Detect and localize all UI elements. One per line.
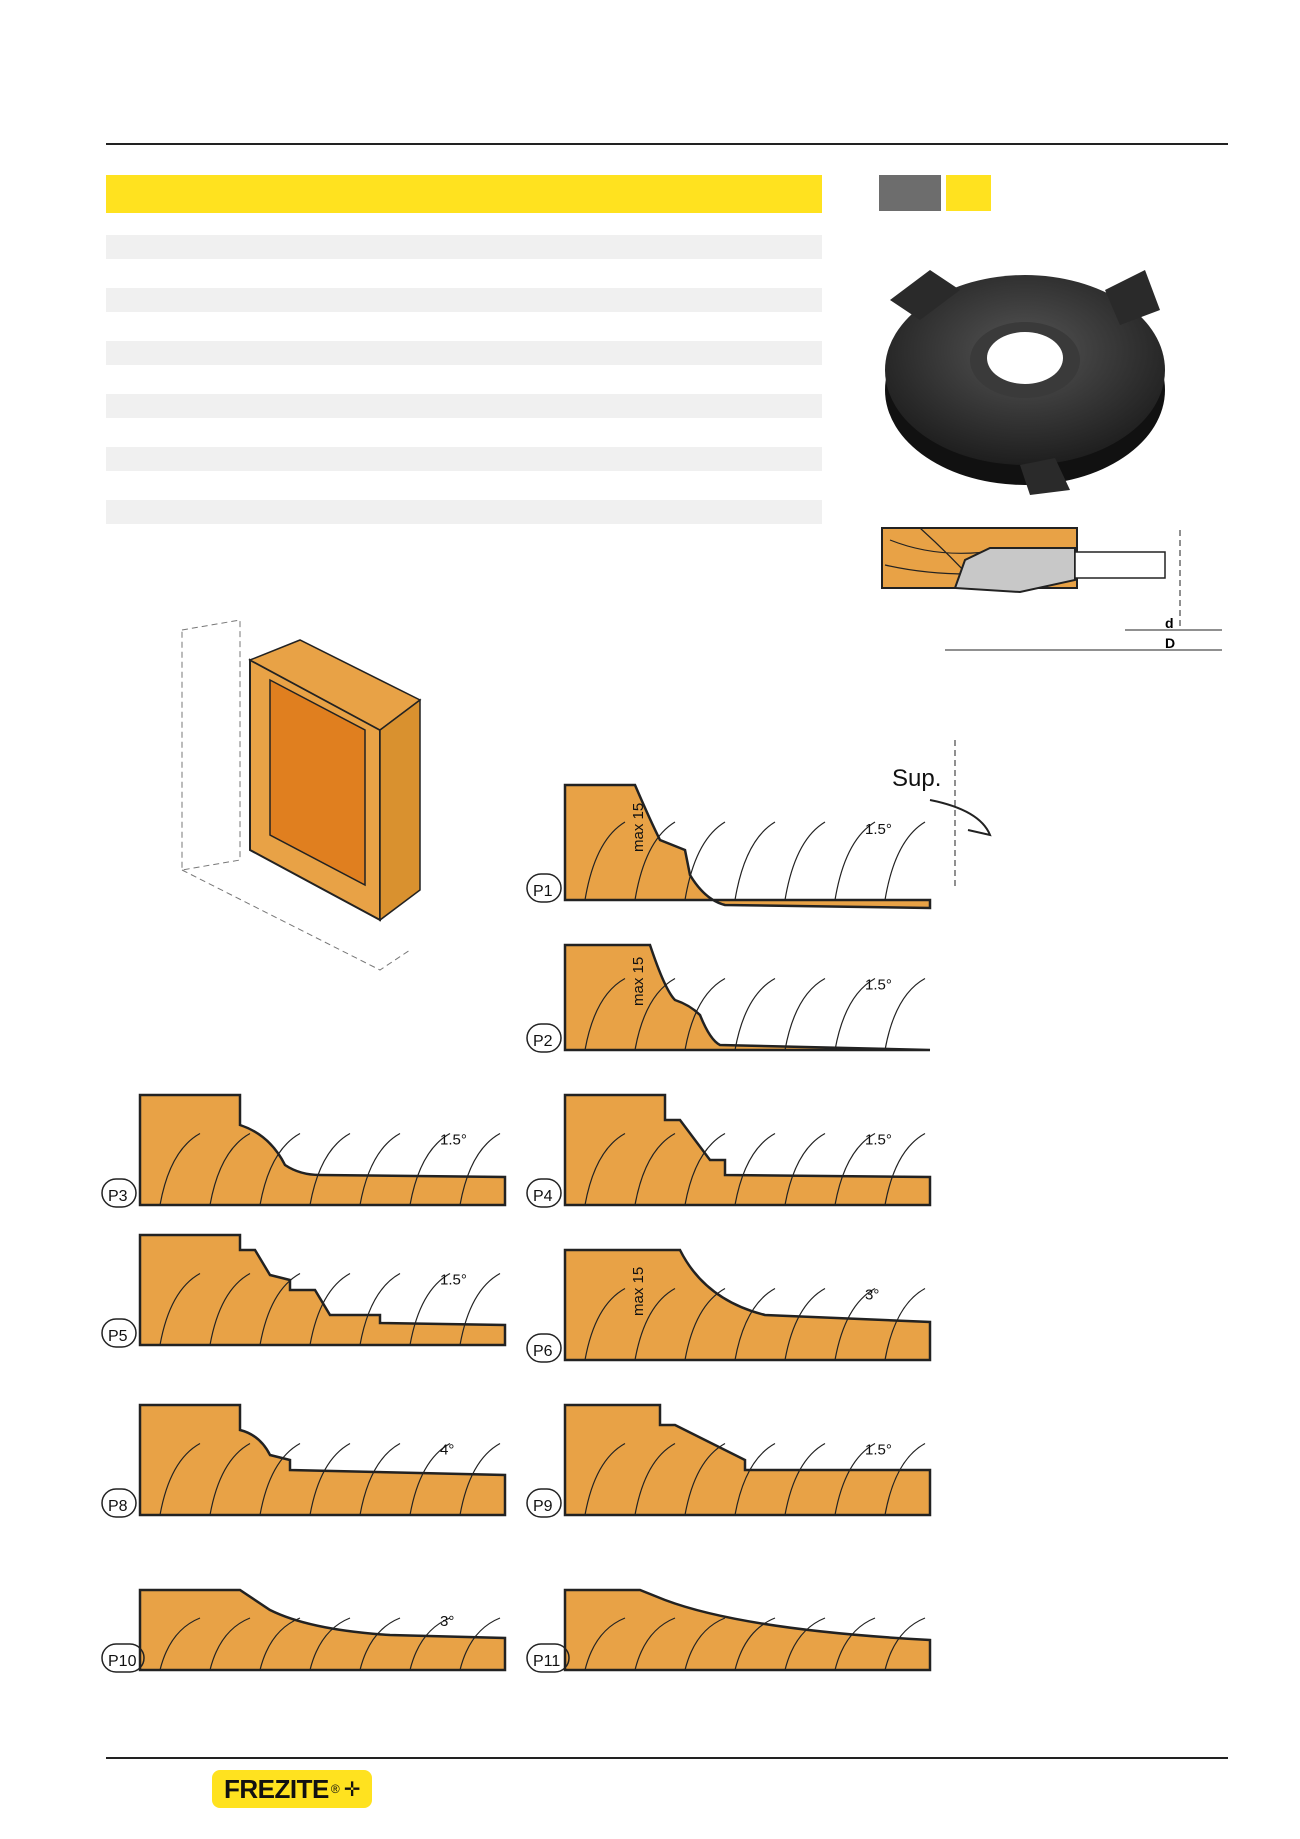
cutter-image: [885, 270, 1165, 495]
profile-label-outline: [101, 1488, 137, 1518]
profile-angle: 3°: [865, 1287, 879, 1304]
profile-label-outline: [101, 1318, 137, 1348]
profile-label-outline: [101, 1643, 145, 1673]
table-row: [106, 394, 822, 418]
profile-p11: P11: [526, 1588, 932, 1673]
table-row: [106, 447, 822, 471]
logo-text: FREZITE: [224, 1773, 329, 1804]
profile-label-outline: [526, 1178, 562, 1208]
profile-angle: 1.5°: [865, 821, 892, 838]
logo-registered: ®: [330, 1782, 340, 1796]
profile-label: P10: [108, 1653, 137, 1670]
profile-angle: 1.5°: [865, 1442, 892, 1459]
profile-label: P5: [108, 1328, 128, 1345]
profile-p4: P4 1.5°: [526, 1093, 932, 1208]
profile-angle: 4°: [440, 1442, 454, 1459]
profile-label: P8: [108, 1498, 128, 1515]
profile-label: P1: [533, 883, 553, 900]
profile-p1: P1 1.5° max 15: [526, 783, 932, 910]
profile-p10: P10 3°: [101, 1588, 507, 1673]
profile-p8: P8 4°: [101, 1403, 507, 1518]
bottom-rule: [106, 1757, 1228, 1759]
feed-direction: Sup.: [892, 740, 992, 890]
profile-label: P6: [533, 1343, 553, 1360]
profile-angle: 1.5°: [440, 1272, 467, 1289]
frezite-logo: FREZITE ® ✛: [212, 1770, 373, 1808]
table-row: [106, 341, 822, 365]
profile-label: P9: [533, 1498, 553, 1515]
profile-angle: 1.5°: [865, 977, 892, 994]
profile-p9: P9 1.5°: [526, 1403, 932, 1518]
profile-p6: P6 3° max 15: [526, 1248, 932, 1363]
table-row: [106, 500, 822, 524]
profile-p3: P3 1.5°: [101, 1093, 507, 1208]
profile-label-outline: [526, 1643, 570, 1673]
profile-label: P3: [108, 1188, 128, 1205]
dim-D: D: [1165, 635, 1175, 651]
profile-max: max 15: [630, 1267, 647, 1316]
profile-label: P11: [533, 1653, 560, 1670]
sup-label: Sup.: [892, 765, 941, 792]
tag-gray: [879, 175, 941, 211]
door-illustration: [181, 620, 422, 971]
profile-label-outline: [526, 1023, 562, 1053]
logo-cross-icon: ✛: [343, 1778, 361, 1801]
profile-angle: 1.5°: [440, 1132, 467, 1149]
top-rule: [106, 143, 1228, 145]
profile-label-outline: [526, 1488, 562, 1518]
profile-label: P4: [533, 1188, 553, 1205]
profile-p2: P2 1.5° max 15: [526, 943, 931, 1053]
profile-label-outline: [101, 1178, 137, 1208]
table-row: [106, 235, 822, 259]
profile-angle: 1.5°: [865, 1132, 892, 1149]
profile-label: P2: [533, 1033, 553, 1050]
profile-p5: P5 1.5°: [101, 1233, 507, 1348]
header-bar: [106, 175, 822, 213]
profile-label-outline: [526, 1333, 562, 1363]
profile-angle: 3°: [440, 1613, 454, 1630]
profile-label-outline: [526, 873, 562, 903]
tag-yellow: [946, 175, 991, 211]
profile-max: max 15: [630, 803, 647, 852]
table-row: [106, 288, 822, 312]
dim-d: d: [1165, 615, 1174, 631]
profile-max: max 15: [630, 957, 647, 1006]
cutter-section-diagram: d D: [881, 527, 1222, 651]
